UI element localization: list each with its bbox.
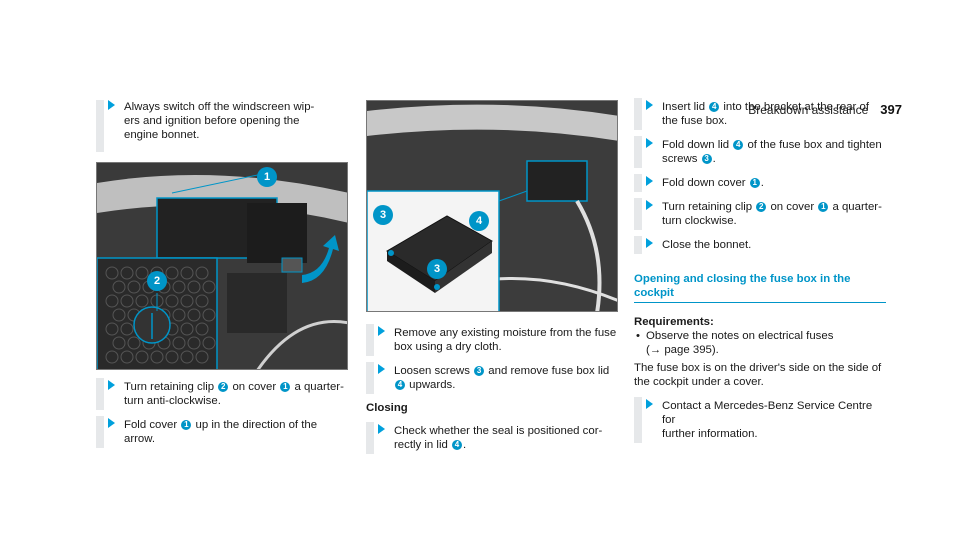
ref-number: 3 (474, 366, 485, 376)
ref-number: 4 (733, 140, 744, 150)
step-arrow-icon (378, 424, 385, 434)
step-close-bonnet: Close the bonnet. (634, 236, 886, 254)
step-arrow-icon (646, 200, 653, 210)
step-check-seal: Check whether the seal is positioned cor… (366, 422, 618, 454)
column-3: Insert lid 4 into the bracket at the rea… (634, 98, 886, 451)
section-title: Breakdown assistance (748, 103, 869, 117)
closing-label: Closing (366, 402, 408, 414)
figure-callout-4: 4 (469, 211, 489, 231)
step-fold-down-lid: Fold down lid 4 of the fuse box and tigh… (634, 136, 886, 168)
column-2: 3 4 3 Remove any existing moisture from … (366, 100, 618, 462)
step-contact-service: Contact a Mercedes-Benz Service Centre f… (634, 397, 886, 443)
step-arrow-icon (108, 418, 115, 428)
warning-note: Always switch off the windscreen wip- er… (96, 100, 348, 152)
ref-number: 3 (701, 154, 712, 164)
step-arrow-icon (646, 238, 653, 248)
step-fold-down-cover: Fold down cover 1. (634, 174, 886, 192)
step-turn-clip: Turn retaining clip 2 on cover 1 a quart… (96, 378, 348, 410)
figure-callout-2: 2 (147, 271, 167, 291)
ref-number: 1 (749, 178, 760, 188)
step-remove-moisture: Remove any existing moisture from the fu… (366, 324, 618, 356)
page-header: Breakdown assistance 397 (748, 102, 902, 117)
column-1: Always switch off the windscreen wip- er… (96, 100, 348, 456)
step-arrow-icon (646, 138, 653, 148)
step-arrow-icon (108, 100, 115, 110)
step-arrow-icon (646, 176, 653, 186)
step-arrow-icon (378, 326, 385, 336)
step-loosen-screws: Loosen screws 3 and remove fuse box lid … (366, 362, 618, 394)
step-fold-cover: Fold cover 1 up in the direction of the … (96, 416, 348, 448)
fuse-box-location-text: The fuse box is on the driver's side on … (634, 362, 882, 388)
requirements-title: Requirements: (634, 316, 714, 328)
step-arrow-icon (646, 100, 653, 110)
step-arrow-icon (646, 399, 653, 409)
figure-callout-3-top: 3 (373, 205, 393, 225)
ref-number: 2 (756, 202, 767, 212)
fuse-box-illustration (367, 101, 617, 311)
figure-callout-3-bottom: 3 (427, 259, 447, 279)
section-heading: Opening and closing the fuse box in the … (634, 272, 886, 303)
requirements-bullet: Observe the notes on electrical fuses (→… (634, 329, 886, 357)
fuse-box-figure: 3 4 3 (366, 100, 618, 312)
ref-number: 1 (181, 420, 192, 430)
ref-number: 4 (709, 102, 720, 112)
ref-number: 2 (218, 382, 229, 392)
engine-bay-figure: 1 2 (96, 162, 348, 370)
step-insert-lid: Insert lid 4 into the bracket at the rea… (634, 98, 886, 130)
ref-number: 1 (280, 382, 291, 392)
ref-number: 4 (451, 440, 462, 450)
ref-number: 1 (818, 202, 829, 212)
ref-number: 4 (395, 380, 405, 390)
engine-bay-illustration (97, 163, 347, 369)
step-arrow-icon (378, 364, 385, 374)
step-turn-clip-clockwise: Turn retaining clip 2 on cover 1 a quart… (634, 198, 886, 230)
page-number: 397 (880, 102, 902, 117)
step-arrow-icon (108, 380, 115, 390)
figure-callout-1: 1 (257, 167, 277, 187)
note-text: Always switch off the windscreen wip- er… (124, 101, 315, 141)
